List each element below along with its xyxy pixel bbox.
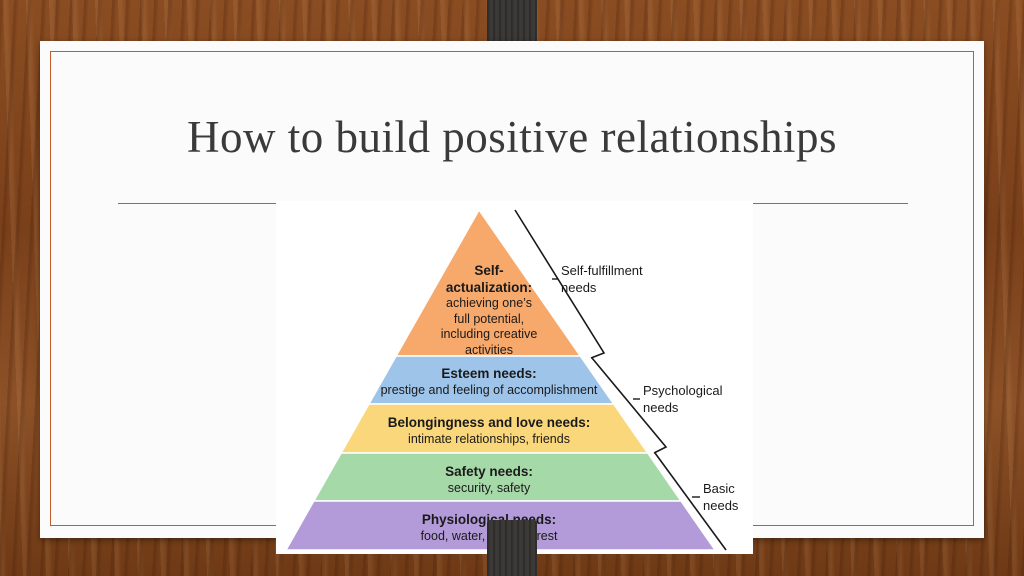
maslow-pyramid-diagram: Self- actualization: achieving one’s ful… (276, 201, 753, 554)
level-heading: Self- (474, 263, 504, 278)
group-label-line: Psychological (643, 383, 723, 398)
level-heading: Esteem needs: (441, 366, 537, 381)
level-detail: achieving one’s (446, 296, 532, 310)
level-detail: including creative (440, 327, 538, 341)
group-label-line: needs (561, 280, 597, 295)
level-heading: Belongingness and love needs: (387, 415, 591, 430)
bracket-basic (654, 452, 727, 551)
bracket-self-fulfillment (514, 209, 606, 359)
hanging-strap-bottom (487, 520, 537, 576)
level-detail: intimate relationships, friends (408, 431, 570, 446)
level-label-esteem: Esteem needs: prestige and feeling of ac… (381, 366, 598, 398)
level-detail: activities (465, 342, 513, 357)
slide-card: How to build positive relationships Self… (40, 41, 984, 554)
title-underline-left (118, 203, 318, 204)
slide-title: How to build positive relationships (187, 112, 837, 162)
level-detail: security, safety (447, 480, 531, 495)
group-label-line: Self-fulfillment (561, 263, 643, 278)
level-label-self-actualization: Self- actualization: achieving one’s ful… (441, 263, 538, 358)
title-underline-right (710, 203, 908, 204)
group-label-line: Basic (703, 481, 735, 496)
level-heading: actualization: (445, 279, 533, 295)
group-label-line: needs (643, 400, 679, 415)
group-label-self-fulfillment: Self-fulfillment needs (561, 262, 643, 296)
level-detail: prestige and feeling of accomplishment (380, 382, 598, 397)
group-label-line: needs (703, 498, 739, 513)
group-label-basic: Basic needs (703, 480, 738, 514)
level-heading: Safety needs: (445, 464, 533, 479)
bracket-psychological (591, 357, 668, 454)
level-label-belongingness: Belongingness and love needs: intimate r… (388, 415, 591, 447)
level-detail: full potential, (453, 311, 525, 326)
level-label-safety: Safety needs: security, safety (445, 464, 533, 496)
group-label-psychological: Psychological needs (643, 382, 723, 416)
